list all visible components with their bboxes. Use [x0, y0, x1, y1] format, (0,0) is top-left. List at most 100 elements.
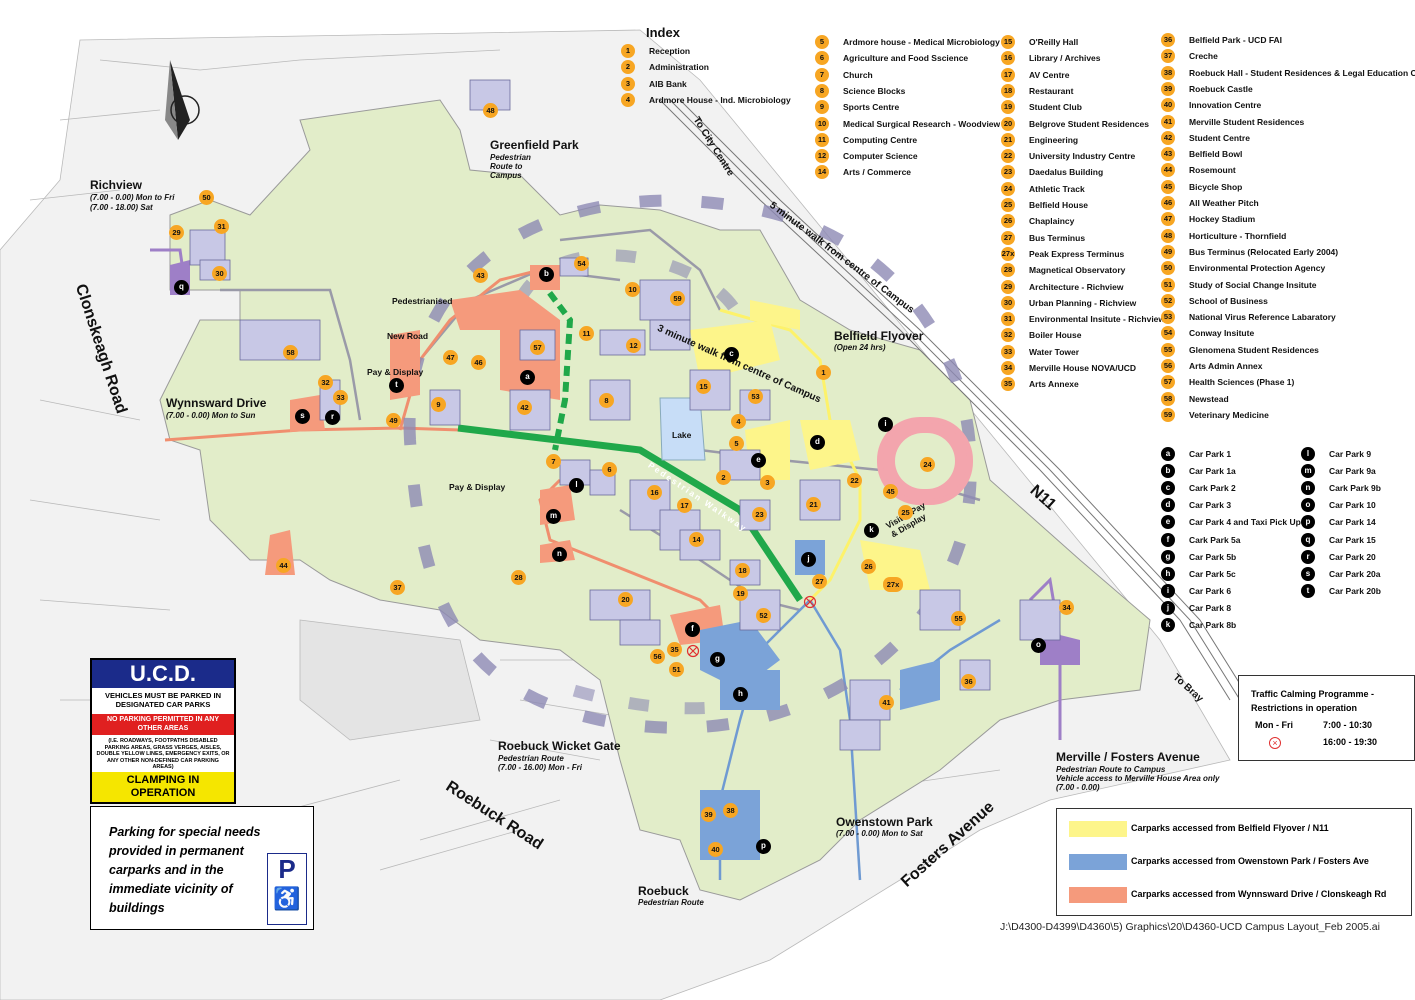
index-item-marker: 15 [1001, 35, 1015, 49]
building-marker-51: 51 [669, 662, 684, 677]
carpark-legend-marker: o [1301, 498, 1315, 513]
traffic-days: Mon - Fri [1255, 720, 1293, 730]
label-merville-sub2: Vehicle access to Merville House Area on… [1056, 774, 1220, 783]
legend-label-blue: Carparks accessed from Owenstown Park / … [1131, 856, 1369, 866]
index-title: Index [646, 25, 680, 40]
index-item-marker: 43 [1161, 147, 1175, 162]
index-item-label: Newstead [1189, 393, 1229, 404]
building-marker-50: 50 [199, 190, 214, 205]
building-marker-24: 24 [920, 457, 935, 472]
building-marker-34: 34 [1059, 600, 1074, 615]
index-item-label: Computing Centre [843, 134, 918, 145]
carpark-marker-g: g [710, 652, 725, 667]
building-marker-21: 21 [806, 497, 821, 512]
label-owenstown-sub: (7.00 - 0.00) Mon to Sat [836, 829, 923, 838]
index-item-label: Belfield House [1029, 200, 1089, 210]
index-item-label: Innovation Centre [1189, 100, 1262, 111]
building-marker-54: 54 [574, 256, 589, 271]
index-item-marker: 14 [815, 165, 829, 180]
label-pedestrianised: Pedestrianised [392, 296, 453, 306]
access-legend: Carparks accessed from Belfield Flyover … [1056, 808, 1412, 916]
building-marker-38: 38 [723, 803, 738, 818]
carpark-legend-label: Car Park 8b [1189, 620, 1237, 630]
index-item-label: Creche [1189, 51, 1218, 62]
carpark-legend-marker: r [1301, 549, 1315, 564]
traffic-time1: 7:00 - 10:30 [1323, 720, 1373, 730]
carpark-marker-a: a [520, 370, 535, 385]
building-marker-27x: 27x [883, 577, 903, 592]
index-item-marker: 4 [621, 92, 635, 107]
index-item-label: All Weather Pitch [1189, 198, 1259, 208]
index-item-marker: 34 [1001, 361, 1015, 375]
index-item-label: Ardmore house - Medical Microbiology [843, 37, 1000, 47]
building-marker-47: 47 [443, 350, 458, 365]
athletic-track [877, 417, 973, 505]
index-item-label: Bus Terminus [1029, 232, 1086, 243]
index-item-marker: 9 [815, 100, 829, 115]
building-marker-23: 23 [752, 507, 767, 522]
carpark-legend-marker: n [1301, 481, 1315, 496]
building-marker-37: 37 [390, 580, 405, 595]
index-item-marker: 51 [1161, 277, 1175, 292]
index-item-marker: 8 [815, 83, 829, 98]
building-marker-1: 1 [816, 365, 831, 380]
building-marker-43: 43 [473, 268, 488, 283]
index-item-label: Daedalus Building [1029, 167, 1104, 178]
index-item-label: Athletic Track [1029, 183, 1085, 194]
legend-label-yellow: Carparks accessed from Belfield Flyover … [1131, 823, 1329, 833]
special-needs-text: Parking for special needs provided in pe… [109, 825, 261, 915]
carpark-legend-label: Car Park 5c [1189, 568, 1236, 579]
index-item-label: Merville Student Residences [1189, 116, 1305, 127]
label-new-road: New Road [387, 331, 429, 341]
index-item-label: Peak Express Terminus [1029, 248, 1125, 259]
index-item-label: Library / Archives [1029, 53, 1101, 64]
index-item-marker: 26 [1001, 214, 1015, 229]
index-item-marker: 57 [1161, 375, 1175, 390]
index-item-marker: 18 [1001, 83, 1015, 98]
index-item-marker: 25 [1001, 198, 1015, 212]
building-marker-9: 9 [431, 397, 446, 412]
index-item-label: National Virus Reference Labaratory [1189, 312, 1336, 323]
index-item-marker: 27 [1001, 230, 1015, 245]
index-item-label: School of Business [1189, 295, 1268, 306]
label-pay-display-1: Pay & Display [367, 367, 424, 377]
building-marker-31: 31 [214, 219, 229, 234]
index-item-marker: 48 [1161, 228, 1175, 243]
railway-lines [659, 99, 1251, 701]
building-marker-39: 39 [701, 807, 716, 822]
index-item-marker: 12 [815, 149, 829, 164]
index-item-marker: 55 [1161, 342, 1175, 357]
index-item-label: Church [843, 69, 873, 80]
index-item-label: Boiler House [1029, 330, 1082, 341]
index-item-marker: 52 [1161, 293, 1175, 308]
building-marker-27: 27 [812, 574, 827, 589]
pedestrianised-route [537, 278, 574, 451]
carpark-marker-j: j [801, 552, 816, 567]
building-marker-10: 10 [625, 282, 640, 297]
carpark-marker-m: m [546, 509, 561, 524]
carpark-marker-b: b [539, 267, 554, 282]
